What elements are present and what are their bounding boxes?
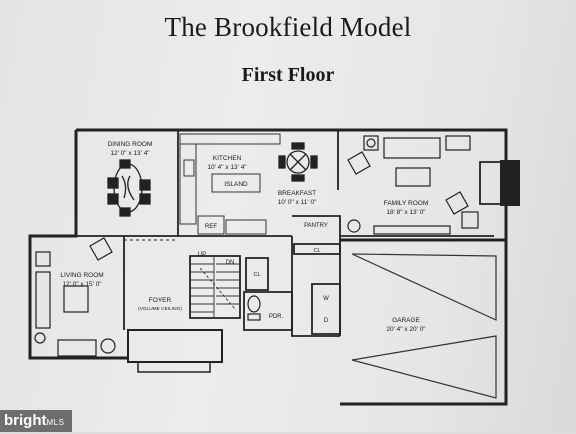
coffee-table-icon [395, 167, 431, 187]
dining-room-label: DINING ROOM [108, 141, 153, 148]
sofa-icon [35, 271, 51, 329]
foyer-note: (VOLUME CEILING) [138, 306, 182, 312]
hall-wall [291, 236, 340, 337]
kitchen-counters [179, 133, 281, 235]
foyer-label: FOYER [149, 297, 172, 304]
breakfast-table-icon [278, 142, 318, 182]
armchair-icon [347, 151, 371, 175]
powder-wall [243, 291, 293, 331]
pantry-label: PANTRY [304, 223, 328, 229]
living-room-furniture [34, 237, 116, 357]
foyer-wall [127, 329, 223, 363]
porch-step [137, 361, 211, 373]
refrigerator [197, 215, 225, 235]
closet-label: CL [253, 272, 260, 278]
outer-wall [28, 130, 128, 360]
lamp-icon [34, 332, 46, 344]
model-title: The Brookfield Model [164, 12, 412, 42]
garage-label: GARAGE [392, 317, 420, 324]
stair-treads [190, 256, 240, 318]
garage-door-markers [351, 253, 497, 399]
closet-wall [245, 257, 269, 291]
powder-room-label: PDR. [269, 314, 284, 320]
loveseat-icon [57, 339, 97, 357]
family-room-dims: 18' 8" x 13' 0" [386, 209, 426, 216]
washer-label: W [323, 296, 329, 302]
closet-2-label: CL [313, 248, 320, 254]
armchair-icon [445, 191, 469, 215]
laundry-wall [311, 283, 341, 335]
dryer-label: D [324, 318, 329, 324]
closet-2-wall [293, 243, 341, 255]
living-room-label: LIVING ROOM [60, 272, 103, 279]
bright-mls-watermark: brightMLS [0, 410, 72, 432]
up-label: UP [198, 252, 206, 258]
floor-title: First Floor [241, 64, 335, 86]
opening-lines [124, 235, 292, 241]
plant-icon [347, 219, 361, 233]
coffee-table-icon [63, 285, 89, 313]
dining-room-dims: 12' 0" x 13' 4" [110, 150, 150, 157]
breakfast-dims: 10' 0" x 11' 0" [278, 199, 317, 206]
plant-icon [100, 338, 116, 354]
island-label: ISLAND [224, 181, 248, 188]
family-room-label: FAMILY ROOM [384, 200, 429, 207]
toilet-icon [247, 295, 261, 321]
pantry-wall [292, 215, 341, 336]
watermark-brand: bright [4, 412, 47, 429]
dining-table-icon [107, 159, 151, 217]
watermark-suffix: MLS [46, 418, 65, 427]
kitchen-label: KITCHEN [213, 155, 242, 162]
dn-label: DN [226, 260, 235, 266]
kitchen-dims: 10' 4" x 13' 4" [207, 164, 247, 171]
armchair-icon [89, 237, 113, 261]
garage-dims: 20' 4" x 20' 0" [386, 326, 426, 333]
family-room-furniture [347, 135, 479, 235]
stair-outline [189, 255, 241, 319]
sofa-icon [383, 137, 441, 159]
fireplace-icon [479, 160, 520, 206]
breakfast-label: BREAKFAST [278, 190, 316, 197]
island-counter [211, 173, 261, 193]
living-room-dims: 12' 0" x 15' 0" [62, 281, 102, 288]
ref-label: REF [205, 224, 217, 230]
garage-wall [340, 238, 508, 406]
